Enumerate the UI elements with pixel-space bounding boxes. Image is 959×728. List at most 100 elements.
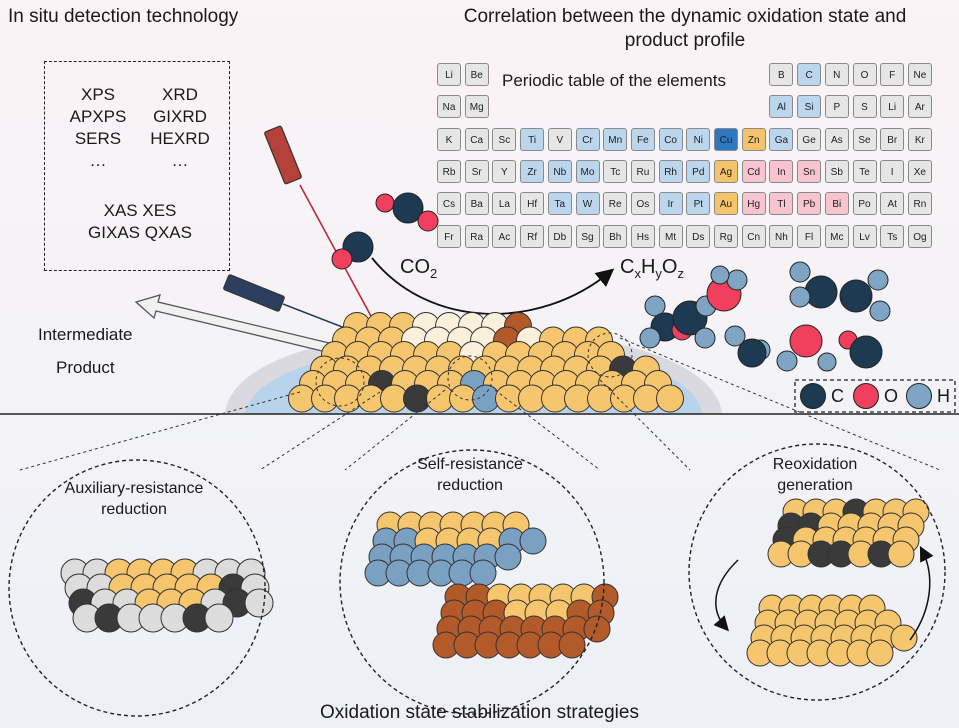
label-line: Self-resistance (417, 456, 523, 473)
atom (890, 624, 918, 652)
element-cell-mg: Mg (464, 95, 489, 119)
magnifier-line (19, 391, 301, 471)
self-resistance-magnified-circle (339, 449, 605, 715)
element-cell-ga: Ga (769, 127, 794, 151)
element-cell-sg: Sg (575, 224, 600, 248)
element-cell-ne: Ne (907, 63, 932, 86)
element-cell-ru: Ru (630, 159, 655, 183)
element-cell-nh: Nh (769, 224, 794, 248)
self-resistance-label: Self-resistance reduction (370, 456, 570, 495)
element-cell-o: O (852, 63, 877, 86)
product-molecule-2 (789, 261, 891, 322)
reoxidation-magnified-circle (688, 443, 946, 701)
legend-swatch-o (853, 383, 879, 409)
product-molecule-1 (639, 265, 748, 349)
element-cell-bh: Bh (603, 224, 628, 248)
detector-probe (223, 274, 285, 312)
atom (866, 639, 894, 667)
correlation-title: Correlation between the dynamic oxidatio… (420, 6, 950, 52)
element-cell-kr: Kr (907, 127, 932, 151)
element-cell-ni: Ni (686, 127, 711, 151)
reaction-arrow (371, 257, 615, 315)
intermediate-arrow (134, 294, 351, 358)
element-cell-mo: Mo (575, 159, 600, 183)
self-resistance-cluster-brown (432, 583, 619, 659)
element-cell-br: Br (880, 127, 905, 151)
element-cell-ac: Ac (492, 224, 517, 248)
element-cell-la: La (492, 192, 517, 216)
reoxidation-cycle-arrow-up (909, 546, 934, 641)
element-cell-i: I (880, 159, 905, 183)
element-cell-c: C (797, 63, 822, 86)
molecule-atom (737, 338, 767, 368)
element-cell-po: Po (852, 192, 877, 216)
laser-probe (264, 125, 302, 185)
label-line: Reoxidation (772, 456, 858, 473)
co2-label: CO2 (400, 256, 437, 281)
element-cell-cu: Cu (714, 127, 738, 151)
element-cell-re: Re (603, 192, 628, 216)
molecule-atom (776, 350, 798, 372)
legend-label-h: H (937, 386, 950, 406)
element-cell-k: K (437, 127, 461, 151)
atom (558, 631, 586, 659)
element-cell-pd: Pd (686, 159, 711, 183)
element-cell-ba: Ba (464, 192, 489, 216)
element-cell-ca: Ca (464, 127, 489, 151)
technique-item: XPS (80, 85, 116, 104)
molecule-atom (417, 210, 439, 232)
element-cell-lv: Lv (852, 224, 877, 248)
technique-item: XAS XES (103, 201, 177, 220)
technique-item: GIXAS QXAS (88, 223, 192, 242)
atom (494, 543, 522, 571)
element-cell-ta: Ta (547, 192, 572, 216)
atom (244, 588, 274, 618)
molecule-atom (726, 269, 748, 291)
reoxidation-label: Reoxidation generation (720, 456, 910, 495)
product-label: Product (56, 358, 115, 377)
element-cell-fr: Fr (437, 224, 461, 248)
element-cell-te: Te (852, 159, 877, 183)
element-cell-al: Al (769, 95, 794, 119)
legend-box (794, 379, 956, 413)
product-subscript: y (655, 266, 662, 281)
self-resistance-cluster-oxidized (364, 511, 547, 587)
molecule-atom (839, 279, 873, 313)
bottom-title: Oxidation state stabilization strategies (320, 702, 639, 723)
label-line: reduction (437, 477, 503, 494)
technique-item: XRD (162, 85, 198, 104)
element-cell-w: W (575, 192, 600, 216)
element-cell-cr: Cr (575, 127, 600, 151)
molecule-atom (789, 261, 811, 283)
technique-box (44, 61, 230, 271)
element-cell-rf: Rf (520, 224, 545, 248)
element-cell-bi: Bi (824, 192, 849, 216)
product-element: C (620, 256, 635, 278)
technique-item: HEXRD (150, 129, 210, 148)
element-cell-sb: Sb (824, 159, 849, 183)
element-cell-ds: Ds (686, 224, 711, 248)
legend-label-o: O (884, 386, 899, 406)
element-cell-mn: Mn (603, 127, 628, 151)
main-catalyst-cluster (288, 312, 684, 413)
product-element: O (661, 256, 678, 278)
element-cell-n: N (824, 63, 849, 86)
atom (204, 603, 234, 633)
element-cell-db: Db (547, 224, 572, 248)
product-subscript: z (677, 266, 684, 281)
label-line: reduction (101, 501, 167, 518)
co-molecule (331, 231, 374, 270)
auxiliary-magnified-circle (8, 459, 266, 717)
atom (887, 540, 915, 568)
atom (656, 384, 684, 413)
focus-circle (315, 357, 365, 407)
element-cell-ts: Ts (880, 224, 905, 248)
element-cell-au: Au (714, 192, 738, 216)
element-cell-hg: Hg (741, 192, 766, 216)
technique-xas-group: XAS XES GIXAS QXAS (60, 200, 220, 244)
element-cell-rn: Rn (907, 192, 932, 216)
label-line: generation (777, 477, 853, 494)
element-cell-ge: Ge (797, 127, 822, 151)
element-cell-ag: Ag (714, 159, 738, 183)
